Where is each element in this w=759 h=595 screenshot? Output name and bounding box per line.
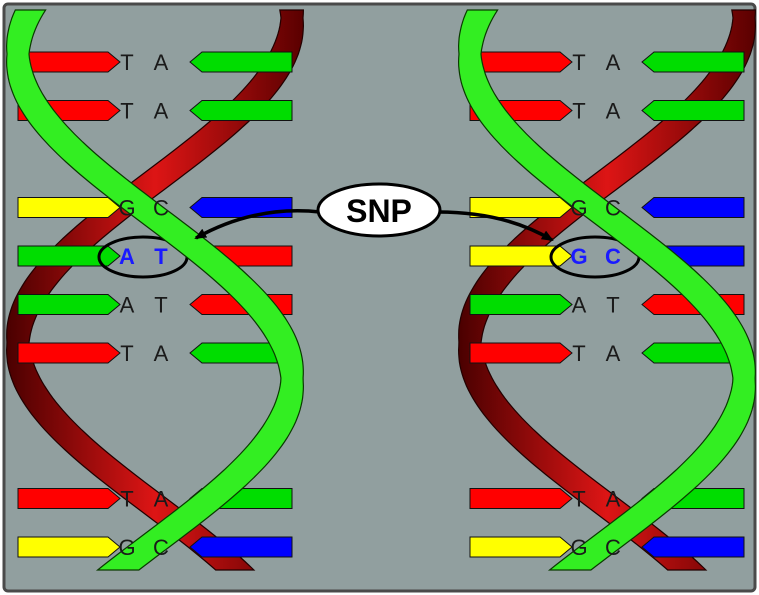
base-label-right: C bbox=[153, 535, 169, 560]
nucleotide-guanine-left bbox=[17, 536, 121, 558]
base-label-left: T bbox=[572, 341, 585, 366]
base-label-left: A bbox=[119, 244, 135, 269]
base-label-right: A bbox=[606, 50, 621, 75]
arrow-to-left-pair bbox=[194, 209, 321, 240]
base-label-left: T bbox=[120, 99, 133, 124]
base-label-right: C bbox=[605, 535, 621, 560]
base-label-right: A bbox=[606, 99, 621, 124]
nucleotide-adenine-right bbox=[641, 51, 745, 73]
base-label-left: A bbox=[572, 293, 587, 318]
backbone-strand-green bbox=[457, 9, 757, 571]
base-pair bbox=[469, 342, 745, 364]
nucleotide-adenine-right bbox=[189, 51, 293, 73]
base-label-left: T bbox=[572, 99, 585, 124]
nucleotide-cytosine-right bbox=[641, 536, 745, 558]
nucleotide-guanine-left bbox=[17, 197, 121, 218]
base-label-right: A bbox=[606, 341, 621, 366]
nucleotide-cytosine-right bbox=[641, 197, 745, 218]
nucleotide-thymine-left bbox=[469, 488, 573, 509]
nucleotide-guanine-left bbox=[469, 536, 573, 558]
base-label-left: G bbox=[570, 196, 587, 221]
backbone-strand-green bbox=[5, 9, 305, 571]
base-label-left: G bbox=[118, 535, 135, 560]
base-label-right: A bbox=[154, 487, 169, 512]
base-pair bbox=[469, 197, 745, 218]
base-label-left: G bbox=[570, 535, 587, 560]
nucleotide-thymine-left bbox=[17, 342, 121, 364]
nucleotide-guanine-left bbox=[469, 245, 573, 267]
nucleotide-cytosine-right bbox=[189, 536, 293, 558]
base-pair bbox=[469, 536, 745, 558]
base-label-left: T bbox=[120, 341, 133, 366]
nucleotide-thymine-left bbox=[469, 342, 573, 364]
base-label-right: T bbox=[154, 244, 168, 269]
nucleotide-thymine-left bbox=[17, 51, 121, 73]
base-label-right: T bbox=[154, 293, 167, 318]
nucleotide-thymine-left bbox=[17, 488, 121, 509]
base-label-left: G bbox=[118, 196, 135, 221]
base-pair bbox=[17, 342, 293, 364]
base-label-left: T bbox=[572, 50, 585, 75]
nucleotide-adenine-right bbox=[189, 100, 293, 121]
nucleotide-adenine-right bbox=[641, 100, 745, 121]
base-label-left: T bbox=[120, 487, 133, 512]
base-label-right: A bbox=[154, 50, 169, 75]
base-label-left: G bbox=[570, 244, 587, 269]
snp-label-bubble bbox=[316, 182, 442, 238]
base-pair bbox=[469, 51, 745, 73]
nucleotide-adenine-left bbox=[17, 294, 121, 315]
base-label-right: A bbox=[154, 341, 169, 366]
base-label-right: C bbox=[605, 244, 621, 269]
base-label-left: T bbox=[120, 50, 133, 75]
base-pair bbox=[17, 51, 293, 73]
base-label-right: A bbox=[154, 99, 169, 124]
base-label-left: A bbox=[120, 293, 135, 318]
base-pair bbox=[17, 197, 293, 218]
nucleotide-adenine-left bbox=[17, 245, 121, 267]
nucleotide-thymine-left bbox=[469, 51, 573, 73]
nucleotide-adenine-left bbox=[469, 294, 573, 315]
snp-callout: SNP bbox=[194, 182, 554, 242]
base-label-right: C bbox=[153, 196, 169, 221]
base-label-right: T bbox=[606, 293, 619, 318]
base-label-right: A bbox=[606, 487, 621, 512]
base-pair bbox=[17, 536, 293, 558]
base-label-right: C bbox=[605, 196, 621, 221]
snp-label: SNP bbox=[346, 193, 412, 229]
base-label-left: T bbox=[572, 487, 585, 512]
nucleotide-cytosine-right bbox=[189, 197, 293, 218]
arrow-to-right-pair bbox=[437, 210, 554, 242]
